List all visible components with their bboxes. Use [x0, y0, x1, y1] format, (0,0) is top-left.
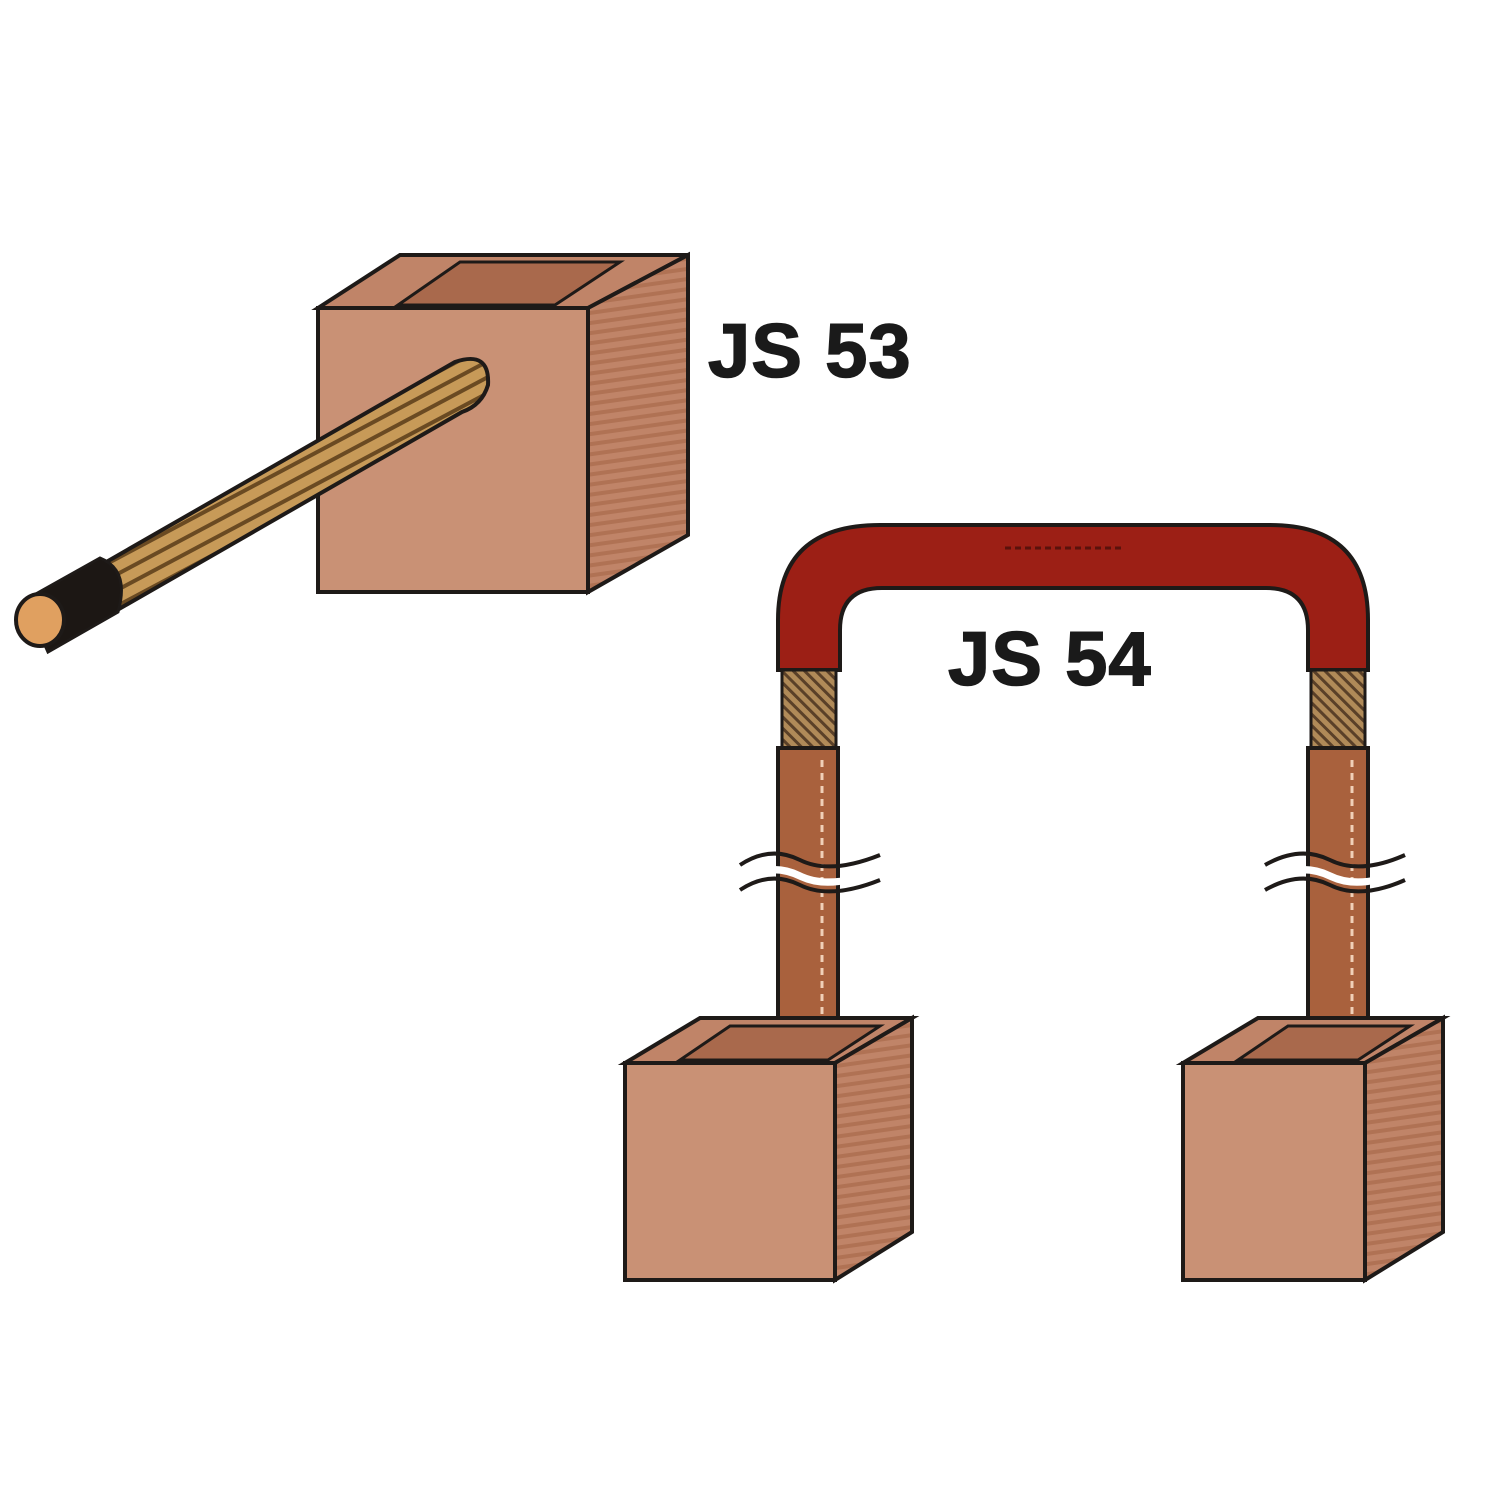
label-js54: JS 54	[948, 617, 1152, 702]
js54-brush-assembly	[617, 523, 1451, 1284]
js54-red-shunt	[776, 523, 1370, 672]
js53-top-slot	[393, 260, 625, 307]
js54-left-braid	[780, 668, 838, 750]
js54-right-brush	[1175, 1014, 1451, 1284]
js53-stranded-wire	[14, 356, 491, 655]
js54-break-mark-right	[1264, 851, 1406, 894]
js53-brush	[14, 251, 690, 655]
label-js53: JS 53	[708, 309, 912, 394]
js53-wire-core-end	[14, 592, 66, 648]
js54-right-braid	[1309, 668, 1367, 750]
js54-break-mark-left	[738, 851, 881, 894]
js53-side-face	[586, 251, 690, 596]
js54-left-brush	[617, 1014, 920, 1284]
